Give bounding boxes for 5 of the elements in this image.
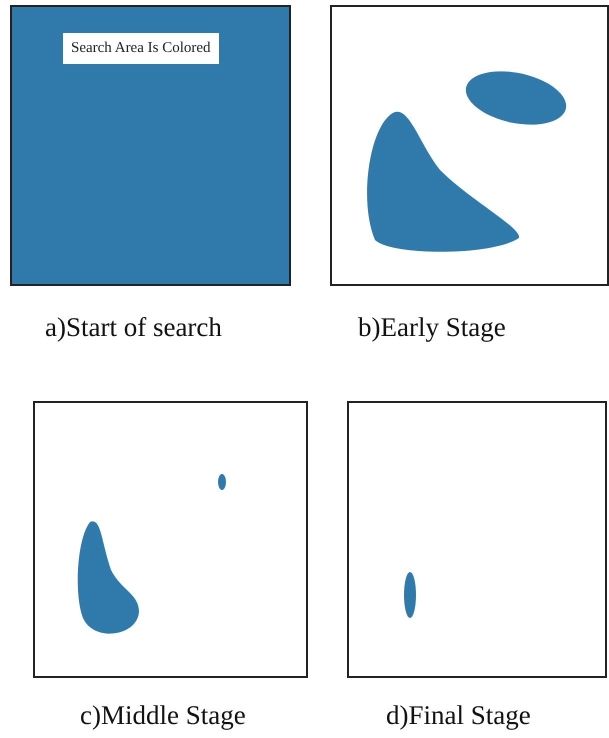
overlay-label: Search Area Is Colored bbox=[63, 33, 219, 64]
panel-caption: b)Early Stage bbox=[358, 312, 506, 343]
panel-caption: d)Final Stage bbox=[386, 700, 531, 731]
panel-caption: a)Start of search bbox=[45, 312, 222, 343]
panel-caption: c)Middle Stage bbox=[80, 700, 246, 731]
